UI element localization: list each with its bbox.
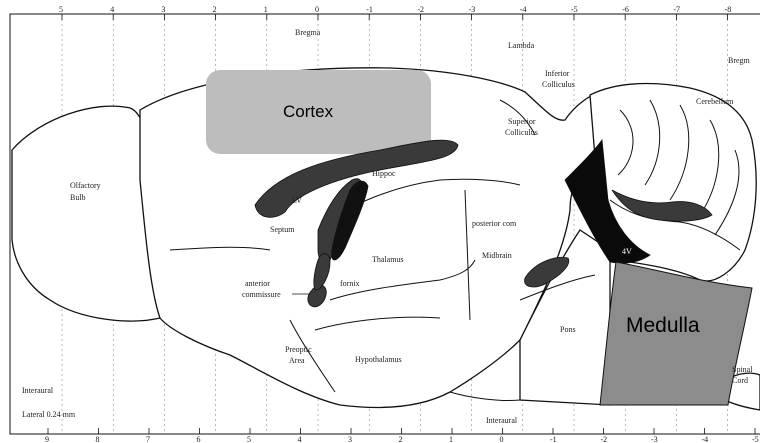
midbrain-label: Midbrain: [482, 251, 512, 260]
top-tick-label: -6: [622, 5, 629, 14]
bottom-tick-label: 6: [197, 435, 201, 443]
top-tick-label: 0: [315, 5, 319, 14]
bottom-tick-label: 7: [146, 435, 150, 443]
top-tick-label: -2: [417, 5, 424, 14]
lambda-label: Lambda: [508, 41, 535, 50]
bottom-tick-label: 9: [45, 435, 49, 443]
top-tick-label: 3: [161, 5, 165, 14]
bottom-tick-label: 1: [449, 435, 453, 443]
bottom-tick-label: -1: [550, 435, 557, 443]
inferior-colliculus-label: Inferior Colliculus: [542, 69, 575, 89]
bottom-tick-label: 8: [96, 435, 100, 443]
top-tick-label: -4: [520, 5, 527, 14]
interaural-left-label: Interaural: [22, 386, 54, 395]
interaural-bottom-label: Interaural: [486, 416, 518, 425]
top-tick-label: 1: [264, 5, 268, 14]
hippoc-label: Hippoc: [372, 169, 396, 178]
bottom-tick-label: 3: [348, 435, 352, 443]
cerebellum-label: Cerebellum: [696, 97, 734, 106]
bottom-axis-ticks: 9 8 7 6 5 4 3 2 1 0 -1 -2 -3 -4 -5: [45, 428, 759, 443]
bottom-tick-label: -3: [651, 435, 658, 443]
bottom-tick-label: 0: [500, 435, 504, 443]
posterior-com-label: posterior com: [472, 219, 517, 228]
top-tick-label: 2: [213, 5, 217, 14]
top-tick-label: -7: [673, 5, 680, 14]
bottom-tick-label: 4: [298, 435, 302, 443]
top-tick-label: -1: [366, 5, 373, 14]
top-tick-label: 4: [110, 5, 114, 14]
bregma-right-label: Bregm: [728, 56, 751, 65]
bottom-tick-label: -4: [702, 435, 709, 443]
bottom-tick-label: 5: [247, 435, 251, 443]
bottom-tick-label: -2: [601, 435, 608, 443]
bregma-top-label: Bregma: [295, 28, 321, 37]
top-tick-label: -3: [469, 5, 476, 14]
bottom-tick-label: 2: [399, 435, 403, 443]
lateral-label: Lateral 0.24 mm: [22, 410, 76, 419]
top-tick-label: -5: [571, 5, 578, 14]
thalamus-label: Thalamus: [372, 255, 404, 264]
fourth-ventricle-label: 4V: [622, 247, 632, 256]
top-tick-label: -8: [725, 5, 732, 14]
top-tick-label: 5: [59, 5, 63, 14]
lv-label: LV: [292, 196, 302, 205]
fornix-label: fornix: [340, 279, 360, 288]
cortex-label: Cortex: [283, 102, 334, 121]
medulla-label: Medulla: [626, 314, 700, 337]
bottom-tick-label: -5: [752, 435, 759, 443]
septum-label: Septum: [270, 225, 295, 234]
hypothalamus-label: Hypothalamus: [355, 355, 402, 364]
pons-label: Pons: [560, 325, 576, 334]
